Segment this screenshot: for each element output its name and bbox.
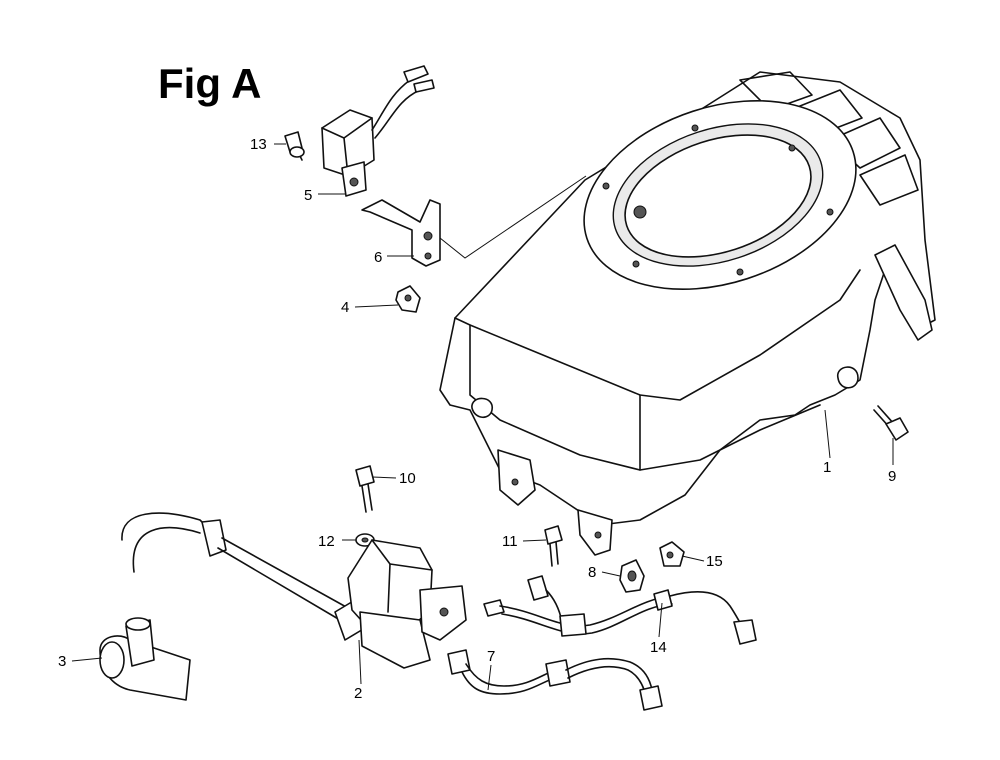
callout-11: 11 <box>502 533 518 550</box>
leader-lines <box>71 143 894 691</box>
clamp-8 <box>619 559 645 593</box>
callout-14: 14 <box>650 639 667 656</box>
callout-2: 2 <box>354 685 362 702</box>
fan-housing-shroud <box>439 71 936 556</box>
wire-harness-7 <box>447 649 663 711</box>
callout-15: 15 <box>706 553 723 570</box>
callout-12: 12 <box>318 533 335 550</box>
callout-10: 10 <box>399 470 416 487</box>
callout-6: 6 <box>374 249 382 266</box>
callout-8: 8 <box>588 564 596 581</box>
fitting-3 <box>99 617 191 701</box>
callout-4: 4 <box>341 299 349 316</box>
callout-labels: 1 2 3 4 5 6 7 8 9 10 11 12 13 14 15 <box>58 136 896 702</box>
flange-bolt-9 <box>873 405 909 441</box>
clamp-15 <box>659 541 685 567</box>
bolt-13 <box>284 131 305 161</box>
wire-harness-14 <box>483 575 757 645</box>
callout-13: 13 <box>250 136 267 153</box>
ignition-coil <box>121 512 467 669</box>
callout-3: 3 <box>58 653 66 670</box>
bolt-10 <box>355 465 375 513</box>
figure-title: Fig A <box>158 60 261 107</box>
mounting-bracket <box>361 199 441 267</box>
bolt-11 <box>544 525 563 567</box>
ignition-module <box>321 65 435 197</box>
callout-5: 5 <box>304 187 312 204</box>
callout-9: 9 <box>888 468 896 485</box>
wire-clip-4 <box>395 285 421 313</box>
callout-7: 7 <box>487 648 495 665</box>
callout-1: 1 <box>823 459 831 476</box>
